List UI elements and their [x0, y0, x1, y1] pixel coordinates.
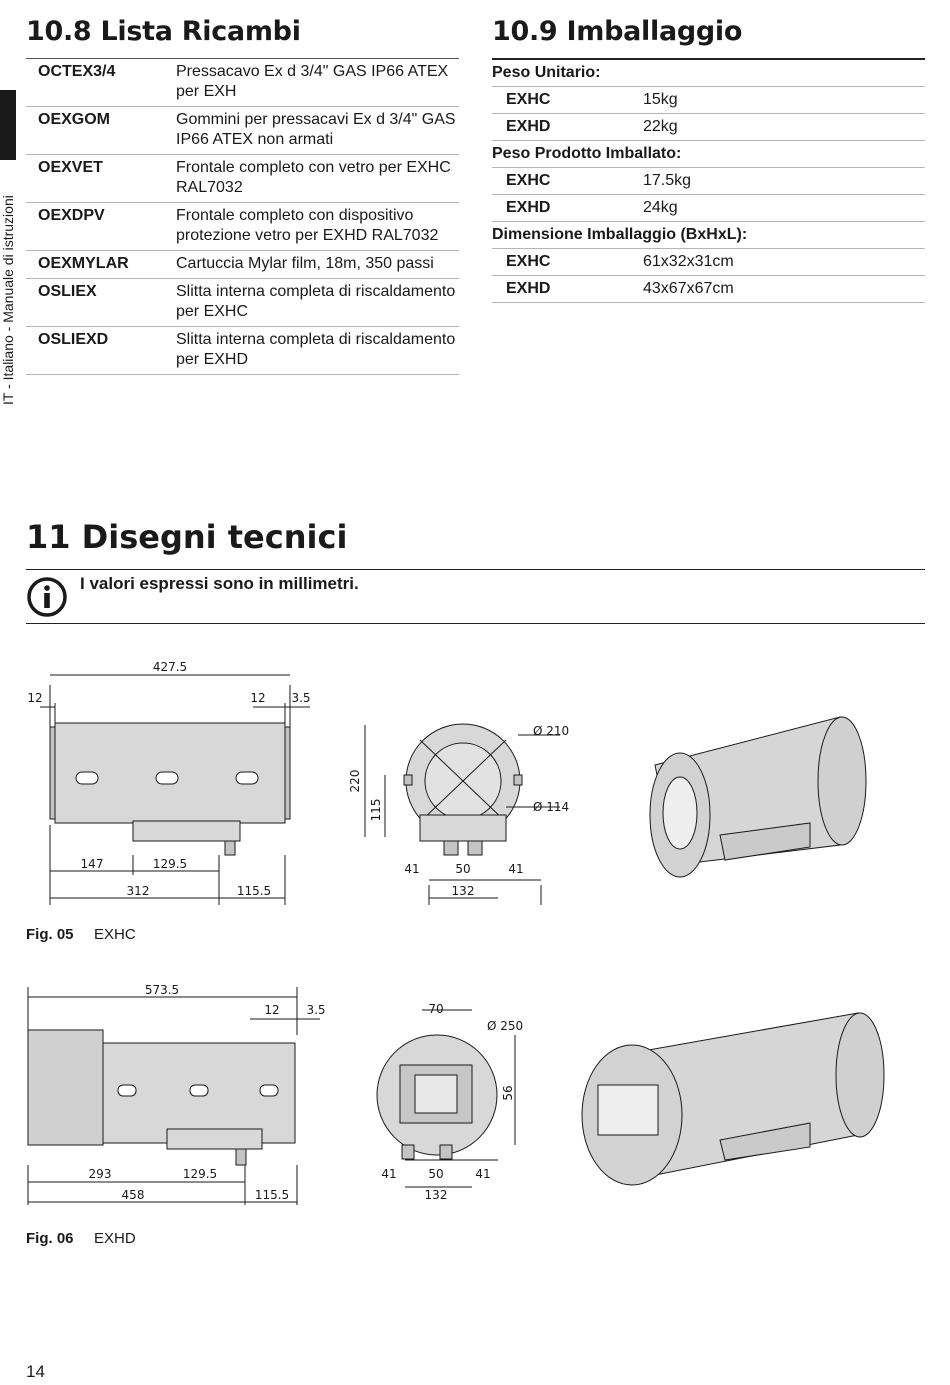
packaging-group-label: Peso Prodotto Imballato: [492, 140, 925, 168]
dim-label: 573.5 [145, 983, 179, 997]
packaging-value: 61x32x31cm [629, 248, 925, 276]
units-note: I valori espressi sono in millimetri. [80, 574, 359, 593]
packaging-group-header: Dimensione Imballaggio (BxHxL): [492, 221, 925, 249]
dim-label: 220 [348, 770, 362, 793]
divider [26, 623, 925, 624]
divider [26, 569, 925, 570]
packaging-group-label: Peso Unitario: [492, 58, 925, 87]
dim-label: 3.5 [306, 1003, 325, 1017]
packaging-group-label: Dimensione Imballaggio (BxHxL): [492, 221, 925, 249]
info-icon [27, 577, 67, 617]
packaging-value: 15kg [629, 86, 925, 114]
dim-label: 132 [452, 884, 475, 898]
packaging-value: 43x67x67cm [629, 275, 925, 303]
parts-title: 10.8 Lista Ricambi [26, 16, 301, 47]
dim-label: 41 [475, 1167, 490, 1181]
sidebar-language-label: IT - Italiano - Manuale di istruzioni [0, 195, 16, 405]
packaging-value: 22kg [629, 113, 925, 141]
part-code: OSLIEXD [26, 326, 164, 375]
dim-label: 41 [508, 862, 523, 876]
packaging-value: 17.5kg [629, 167, 925, 195]
packaging-model: EXHD [492, 194, 629, 222]
part-description: Pressacavo Ex d 3/4" GAS IP66 ATEX per E… [164, 58, 459, 107]
dim-label: Ø 210 [533, 724, 569, 738]
dim-label: 3.5 [291, 691, 310, 705]
packaging-group-header: Peso Unitario: [492, 58, 925, 87]
dim-label: 115 [369, 799, 383, 822]
dim-label: 293 [89, 1167, 112, 1181]
dim-label: 458 [122, 1188, 145, 1202]
part-description: Frontale completo con vetro per EXHC RAL… [164, 154, 459, 203]
part-description: Slitta interna completa di riscaldamento… [164, 326, 459, 375]
dim-label: 41 [381, 1167, 396, 1181]
packaging-model: EXHC [492, 167, 629, 195]
packaging-model: EXHD [492, 275, 629, 303]
fig06-caption: Fig. 06 EXHD [26, 1230, 136, 1247]
packaging-group-header: Peso Prodotto Imballato: [492, 140, 925, 168]
dim-label: 312 [127, 884, 150, 898]
fig05-label: Fig. 05 [26, 926, 74, 943]
dim-label: 129.5 [153, 857, 187, 871]
dim-label: 12 [264, 1003, 279, 1017]
sidebar-tab-marker [0, 90, 16, 160]
packaging-model: EXHC [492, 248, 629, 276]
part-description: Slitta interna completa di riscaldamento… [164, 278, 459, 327]
fig05-drawing: 427.5 12 12 3.5 147 129.5 312 115.5 220 … [27, 660, 867, 905]
part-description: Cartuccia Mylar film, 18m, 350 passi [164, 250, 459, 279]
part-description: Frontale completo con dispositivo protez… [164, 202, 459, 251]
page-number: 14 [26, 1362, 45, 1381]
part-code: OEXMYLAR [26, 250, 164, 279]
part-description: Gommini per pressacavi Ex d 3/4" GAS IP6… [164, 106, 459, 155]
fig05-model: EXHC [94, 926, 136, 943]
part-code: OSLIEX [26, 278, 164, 327]
dim-label: 70 [428, 1002, 443, 1016]
dim-label: 56 [501, 1085, 515, 1100]
drawings-title: 11 Disegni tecnici [26, 518, 348, 556]
dim-label: 132 [425, 1188, 448, 1202]
packaging-value: 24kg [629, 194, 925, 222]
fig06-drawing: 573.5 12 3.5 293 129.5 458 115.5 70 Ø 25… [27, 983, 885, 1205]
packaging-title: 10.9 Imballaggio [492, 16, 743, 47]
dim-label: Ø 114 [533, 800, 569, 814]
dim-label: 129.5 [183, 1167, 217, 1181]
packaging-model: EXHC [492, 86, 629, 114]
fig05-caption: Fig. 05 EXHC [26, 926, 136, 943]
dim-label: 50 [455, 862, 470, 876]
part-code: OEXVET [26, 154, 164, 203]
part-code: OEXDPV [26, 202, 164, 251]
dim-label: Ø 250 [487, 1019, 523, 1033]
dim-label: 115.5 [255, 1188, 289, 1202]
dim-label: 12 [27, 691, 42, 705]
dim-label: 147 [81, 857, 104, 871]
part-code: OEXGOM [26, 106, 164, 155]
fig06-model: EXHD [94, 1230, 136, 1247]
dim-label: 50 [428, 1167, 443, 1181]
dim-label: 41 [404, 862, 419, 876]
fig06-label: Fig. 06 [26, 1230, 74, 1247]
packaging-model: EXHD [492, 113, 629, 141]
dim-label: 115.5 [237, 884, 271, 898]
dim-label: 427.5 [153, 660, 187, 674]
dim-label: 12 [250, 691, 265, 705]
part-code: OCTEX3/4 [26, 58, 164, 107]
